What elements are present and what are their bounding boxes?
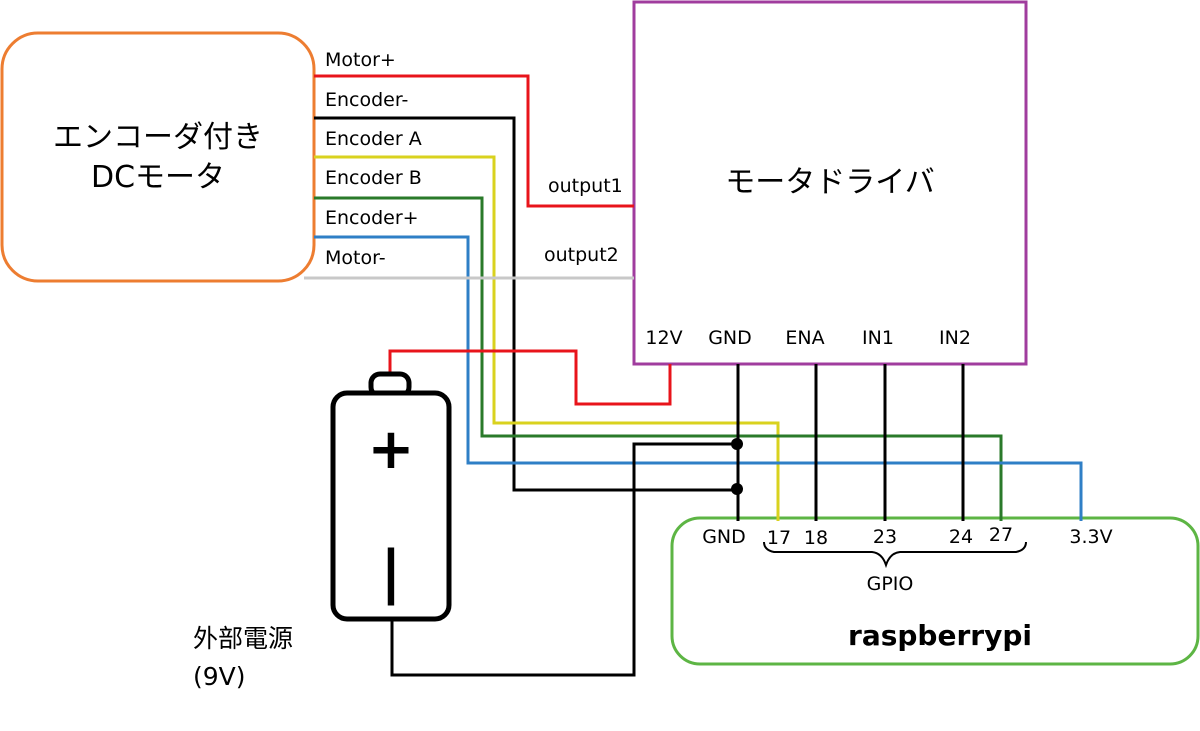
driver-pin-ena: ENA	[785, 327, 824, 349]
driver-pin-gnd: GND	[708, 327, 752, 349]
wire-label-encoder-a: Encoder A	[325, 128, 422, 150]
wire-encoder-a	[314, 155, 780, 521]
pi-pin-17: 17	[767, 527, 791, 549]
battery-minus-sign: |	[380, 538, 401, 606]
pi-pin-18: 18	[804, 527, 828, 549]
wire-label-encoder-minus: Encoder-	[325, 89, 408, 111]
driver-pin-in1: IN1	[862, 327, 894, 349]
junction-dot	[731, 438, 743, 450]
gpio-label: GPIO	[867, 573, 914, 595]
battery-body	[330, 390, 452, 622]
driver-pin-in2: IN2	[939, 327, 971, 349]
wire-label-encoder-plus: Encoder+	[325, 207, 419, 229]
driver-box	[632, 0, 1028, 366]
driver-title: モータドライバ	[725, 165, 934, 200]
pi-pin-3v3: 3.3V	[1069, 526, 1112, 548]
pi-pin-27: 27	[989, 524, 1013, 546]
motor-title-line2: DCモータ	[91, 160, 225, 195]
wire-encoder-minus	[314, 116, 738, 492]
pi-pin-23: 23	[873, 526, 897, 548]
wire-label-motor-minus: Motor-	[325, 247, 386, 269]
motor-title-line1: エンコーダ付き	[53, 120, 263, 155]
driver-output2-label: output2	[544, 244, 619, 266]
wire-battery-minus	[390, 442, 738, 677]
junction-dot	[731, 483, 743, 495]
wire-battery-plus	[388, 349, 672, 406]
driver-pin-12v: 12V	[645, 327, 682, 349]
pi-pin-24: 24	[949, 526, 973, 548]
raspberrypi-title: raspberrypi	[848, 619, 1032, 652]
driver-output1-label: output1	[548, 175, 623, 197]
gpio-brace	[763, 541, 1027, 569]
pi-pin-gnd: GND	[702, 526, 746, 548]
motor-box	[0, 31, 316, 283]
raspberrypi-box	[670, 516, 1200, 666]
wire-label-motor-plus: Motor+	[325, 49, 396, 71]
wire-label-encoder-b: Encoder B	[325, 167, 422, 189]
wire-motor-plus	[314, 74, 634, 208]
battery-plus-sign: +	[368, 417, 415, 482]
power-label-line2: (9V)	[193, 662, 246, 691]
wire-encoder-plus	[314, 235, 1083, 521]
power-label-line1: 外部電源	[193, 624, 293, 653]
